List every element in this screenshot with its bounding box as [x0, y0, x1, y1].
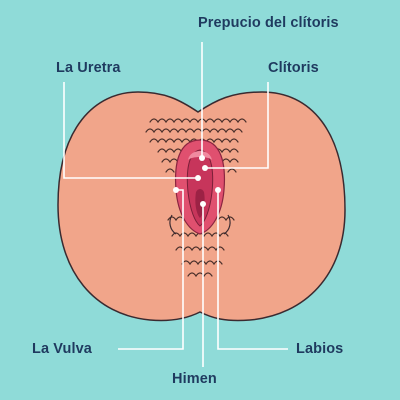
right-crease: [223, 214, 231, 235]
pubic-hair: [145, 118, 247, 278]
label-prepucio: Prepucio del clítoris: [198, 15, 339, 31]
label-labios: Labios: [296, 341, 344, 357]
label-himen: Himen: [172, 371, 217, 387]
markers: [173, 155, 221, 207]
marker-vulva: [173, 187, 179, 193]
label-vulva: La Vulva: [32, 341, 92, 357]
label-uretra: La Uretra: [56, 60, 121, 76]
leader-labios: [217, 190, 288, 350]
clitoral-hood: [188, 151, 212, 160]
leader-vulva: [118, 189, 184, 350]
leader-clitoris: [205, 82, 269, 169]
leader-lines: [63, 42, 288, 367]
leader-uretra: [63, 82, 198, 179]
marker-labios: [215, 187, 221, 193]
marker-clitoris: [202, 165, 208, 171]
marker-uretra: [195, 175, 201, 181]
marker-prepucio: [199, 155, 205, 161]
marker-himen: [200, 201, 206, 207]
label-clitoris: Clítoris: [268, 60, 319, 76]
left-crease: [169, 214, 177, 235]
